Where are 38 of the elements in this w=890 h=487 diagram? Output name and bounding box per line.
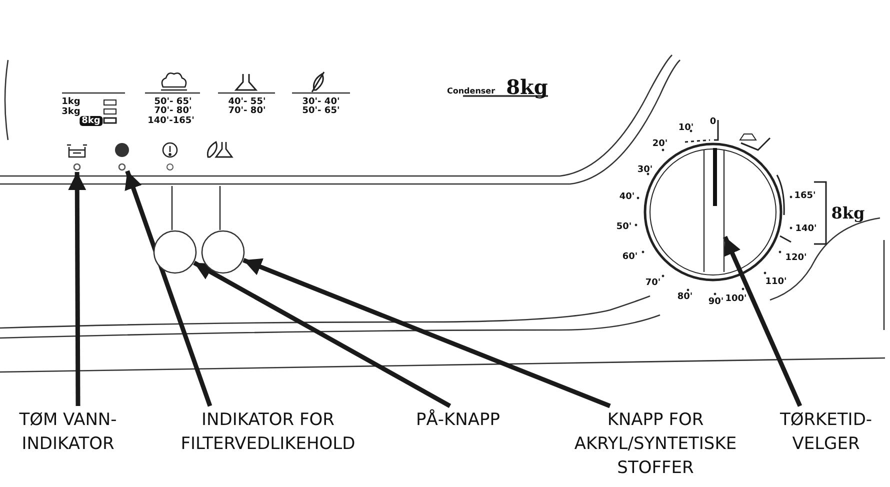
model-label: Condenser <box>446 86 496 96</box>
dial-number: 30' <box>637 165 653 175</box>
arrow <box>242 258 611 408</box>
dial-number: 165' <box>794 191 816 201</box>
arrow <box>722 236 802 407</box>
time-label: 70'- 80' <box>154 106 192 116</box>
arrow <box>193 260 452 408</box>
dial-number: 20' <box>652 139 668 149</box>
dial-number: 40' <box>619 192 635 202</box>
caption-text: TØM VANN- INDIKATOR <box>18 409 118 456</box>
dial-number: 100' <box>725 294 747 304</box>
arrow <box>68 172 86 406</box>
dial-number: 90' <box>708 297 724 307</box>
caption-text: INDIKATOR FOR FILTERVEDLIKEHOLD <box>180 409 356 456</box>
dial-number: 50' <box>616 222 632 232</box>
time-label: 70'- 80' <box>228 106 266 116</box>
dial-number: 80' <box>677 292 693 302</box>
time-label: 40'- 55' <box>228 97 266 107</box>
time-label: 30'- 40' <box>302 97 340 107</box>
weight-label: 3kg <box>62 107 80 117</box>
time-label: 50'- 65' <box>302 106 340 116</box>
weight-label: 1kg <box>62 97 80 107</box>
dial-number: 70' <box>645 278 661 288</box>
dial-number: 10' <box>678 123 694 133</box>
weight-label: 8kg <box>80 116 102 126</box>
time-label: 50'- 65' <box>154 97 192 107</box>
caption-text: TØRKETID- VELGER <box>778 409 874 456</box>
dial-number: 60' <box>622 252 638 262</box>
time-label: 140'-165' <box>148 116 194 126</box>
dial-number: 0 <box>710 117 716 127</box>
dial-number: 140' <box>795 224 817 234</box>
dial-number: 110' <box>765 277 787 287</box>
caption-text: PÅ-KNAPP <box>414 408 501 432</box>
dial-number: 120' <box>785 253 807 263</box>
capacity-label: 8kg <box>831 204 865 222</box>
caption-text: KNAPP FOR AKRYL/SYNTETISKE STOFFER <box>573 409 738 480</box>
capacity-label: 8kg <box>506 75 548 99</box>
arrow <box>124 170 212 407</box>
